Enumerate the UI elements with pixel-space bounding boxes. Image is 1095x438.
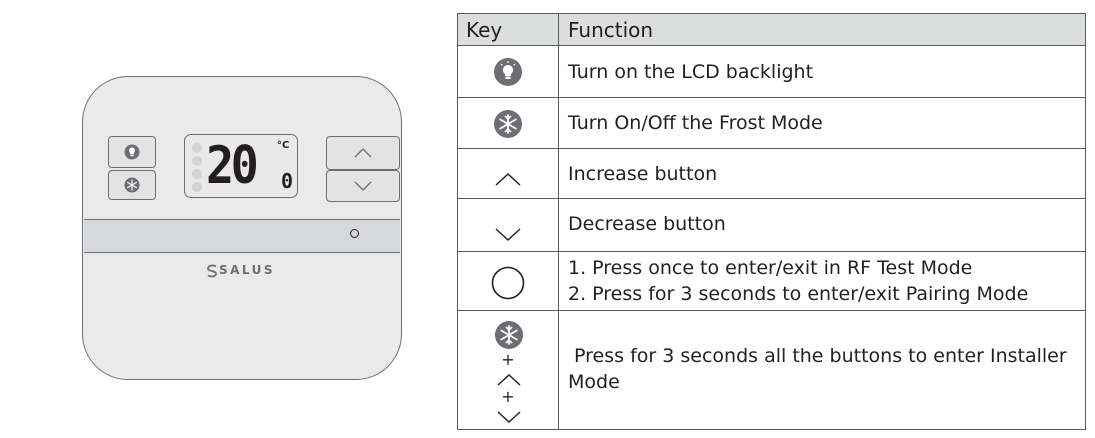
- light-bulb-icon: [124, 144, 140, 160]
- snowflake-icon: [124, 177, 140, 193]
- function-column-header: Function: [558, 13, 1086, 46]
- function-text-line-1: Press for 3 seconds all the buttons to e…: [568, 345, 1067, 367]
- function-text: Decrease button: [568, 213, 726, 235]
- lcd-indicator: [192, 169, 202, 179]
- table-row: Turn On/Off the Frost Mode: [457, 97, 1086, 149]
- lcd-display: 20 °C 0: [184, 134, 298, 198]
- plus-sign: +: [501, 387, 515, 406]
- function-text-line-2: Mode: [568, 371, 620, 393]
- combo-keys: + +: [458, 311, 558, 428]
- function-text: Increase button: [568, 162, 718, 185]
- decrease-button[interactable]: [326, 170, 400, 202]
- key-cell: [457, 198, 559, 252]
- key-cell: + +: [457, 310, 559, 430]
- function-cell: Increase button: [558, 148, 1086, 199]
- function-cell: Turn on the LCD backlight: [558, 45, 1086, 98]
- key-function-table: Key Function Turn on the LCD backlight: [457, 13, 1086, 430]
- function-text: Turn on the LCD backlight: [568, 60, 814, 83]
- chevron-down-icon: [495, 228, 521, 241]
- thermostat-illustration: 20 °C 0 SALUS: [82, 76, 402, 380]
- key-column-header: Key: [457, 13, 559, 46]
- function-text-line-1: 1. Press once to enter/exit in RF Test M…: [568, 257, 973, 279]
- salus-logo-icon: [207, 264, 217, 278]
- snowflake-icon: [494, 109, 522, 138]
- brand-name: SALUS: [219, 263, 276, 277]
- increase-button[interactable]: [326, 136, 400, 170]
- temperature-unit: °C: [277, 140, 290, 151]
- table-row: Turn on the LCD backlight: [457, 45, 1086, 98]
- function-text: Turn On/Off the Frost Mode: [568, 112, 823, 134]
- table-row: + + Press for 3 seconds all the buttons …: [457, 310, 1086, 430]
- control-strip: [84, 219, 400, 253]
- temperature-fraction: 0: [281, 169, 294, 193]
- function-text-line-2: 2. Press for 3 seconds to enter/exit Pai…: [568, 283, 1029, 305]
- function-cell: Decrease button: [558, 198, 1086, 252]
- table-row: Decrease button: [457, 198, 1086, 252]
- lcd-indicator: [192, 143, 202, 153]
- rf-pairing-button[interactable]: [350, 229, 359, 238]
- chevron-up-icon: [354, 148, 372, 158]
- light-bulb-icon: [494, 58, 522, 86]
- function-cell: Turn On/Off the Frost Mode: [558, 97, 1086, 149]
- key-cell: [457, 45, 559, 98]
- function-cell: Press for 3 seconds all the buttons to e…: [558, 310, 1086, 430]
- chevron-down-icon: [497, 411, 521, 423]
- plus-sign: +: [501, 350, 515, 369]
- temperature-value: 20: [206, 136, 259, 196]
- key-cell: [457, 251, 559, 311]
- table-row: 1. Press once to enter/exit in RF Test M…: [457, 251, 1086, 311]
- chevron-up-icon: [495, 172, 521, 186]
- backlight-button[interactable]: [108, 136, 156, 168]
- lcd-indicator: [192, 182, 202, 192]
- chevron-up-icon: [497, 374, 521, 386]
- table-row: Increase button: [457, 148, 1086, 199]
- lcd-indicator: [192, 156, 202, 166]
- key-cell: [457, 97, 559, 149]
- snowflake-icon: [495, 321, 523, 349]
- chevron-down-icon: [354, 181, 372, 191]
- frost-mode-button[interactable]: [108, 170, 156, 200]
- key-cell: [457, 148, 559, 199]
- table-header-row: Key Function: [457, 13, 1086, 46]
- function-cell: 1. Press once to enter/exit in RF Test M…: [558, 251, 1086, 311]
- circle-icon: [491, 266, 525, 300]
